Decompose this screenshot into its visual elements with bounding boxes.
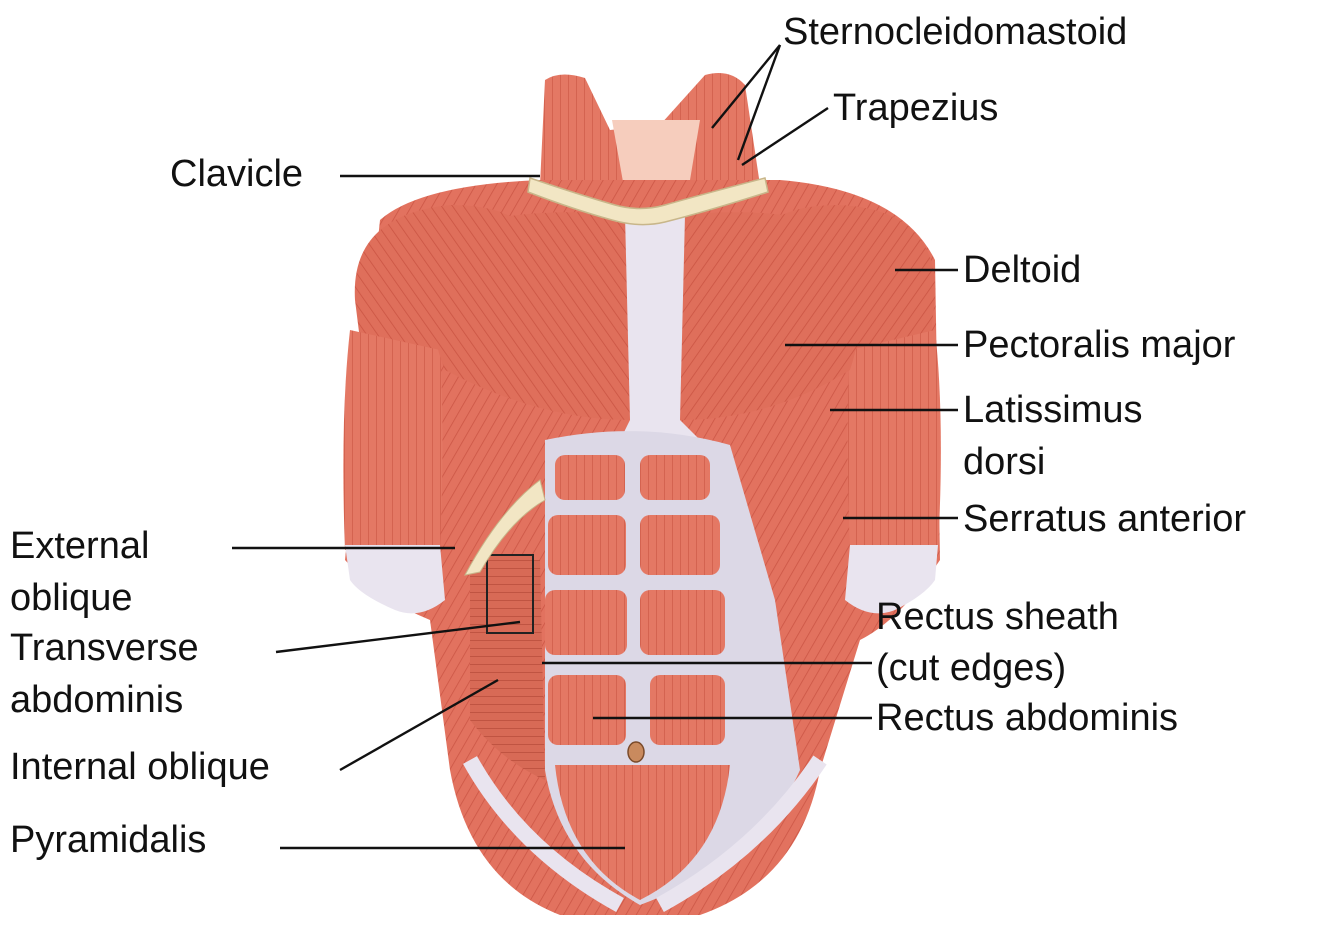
- label-internal-oblique: Internal oblique: [10, 746, 270, 788]
- left-inguinal-band: [463, 756, 624, 913]
- label-latissimus-dorsi-line1: Latissimus: [963, 389, 1143, 431]
- umbilicus: [627, 741, 645, 763]
- label-sternocleidomastoid: Sternocleidomastoid: [783, 11, 1128, 53]
- label-pectoralis-major: Pectoralis major: [963, 324, 1236, 366]
- left-forearm-fascia: [345, 545, 445, 614]
- label-external-oblique-line1: External: [10, 525, 150, 567]
- right-pectoralis: [680, 212, 864, 420]
- right-forearm-fascia: [845, 545, 938, 614]
- leader-sternocleidomastoid-2: [736, 44, 782, 161]
- leader-lines: [232, 44, 958, 850]
- label-rectus-abdominis: Rectus abdominis: [876, 697, 1179, 739]
- leader-transverse-abdominis: [275, 620, 521, 654]
- label-transverse-abdominis-line1: Transverse: [10, 627, 199, 669]
- leader-internal-oblique: [339, 678, 499, 772]
- label-rectus-sheath-line1: Rectus sheath: [876, 596, 1119, 638]
- label-serratus-anterior: Serratus anterior: [963, 498, 1247, 540]
- sternum-fascia: [620, 215, 700, 440]
- label-rectus-sheath-line2: (cut edges): [876, 647, 1067, 689]
- clavicle: [527, 176, 769, 226]
- external-oblique-cut: [464, 479, 546, 576]
- label-latissimus-dorsi-line2: dorsi: [963, 441, 1046, 483]
- left-pectoralis: [431, 212, 630, 420]
- label-deltoid: Deltoid: [963, 249, 1082, 291]
- leader-sternocleidomastoid: [711, 44, 781, 129]
- leader-trapezius: [741, 106, 829, 167]
- transverse-abdominis-window: [486, 554, 534, 634]
- rectus-abdominis-segments: [545, 455, 730, 900]
- left-arm: [343, 330, 443, 550]
- label-pyramidalis: Pyramidalis: [10, 819, 207, 861]
- right-inguinal-band: [656, 755, 827, 913]
- label-transverse-abdominis-line2: abdominis: [10, 679, 184, 721]
- label-clavicle: Clavicle: [170, 153, 304, 195]
- label-external-oblique-line2: oblique: [10, 577, 133, 619]
- label-trapezius: Trapezius: [833, 87, 999, 129]
- right-arm: [847, 330, 941, 550]
